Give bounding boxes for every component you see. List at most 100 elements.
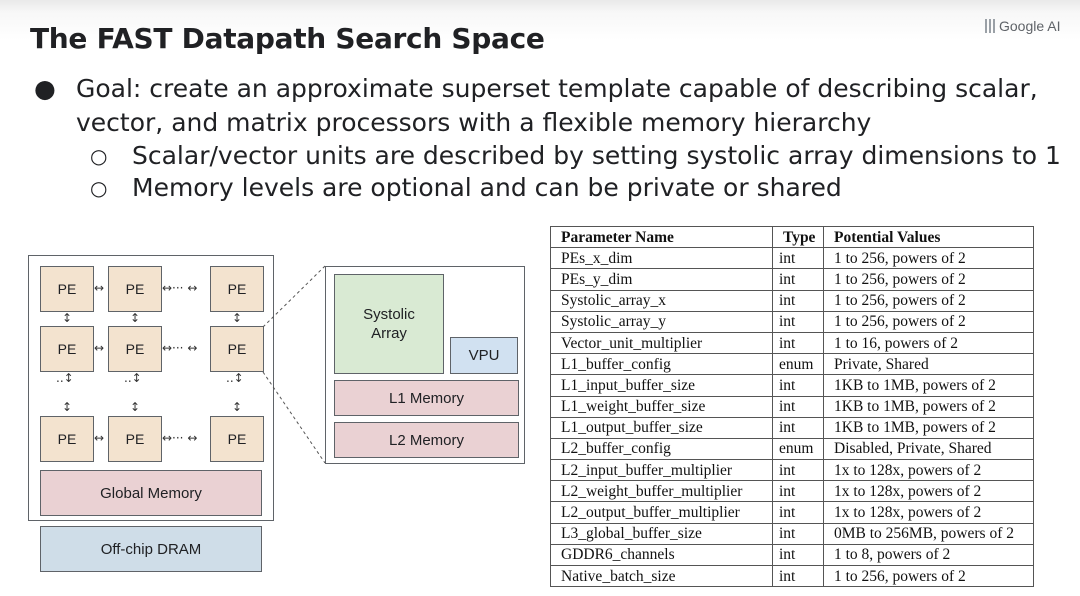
vertical-link-icon: ↕ xyxy=(62,400,73,414)
vpu-block: VPU xyxy=(450,337,518,374)
param-name-cell: GDDR6_channels xyxy=(550,543,773,567)
vertical-ellipsis-icon: ..↕ xyxy=(226,371,244,385)
param-values-cell: 1KB to 1MB, powers of 2 xyxy=(823,416,1034,439)
param-name-cell: Systolic_array_x xyxy=(550,289,773,312)
pe-label: PE xyxy=(57,281,77,297)
param-values-cell: 1 to 256, powers of 2 xyxy=(823,268,1034,291)
pe-detail-outline xyxy=(325,266,525,464)
offchip-dram-label: Off-chip DRAM xyxy=(100,540,202,558)
sub-bullet: ○ Memory levels are optional and can be … xyxy=(30,172,1070,204)
param-name-cell: L2_weight_buffer_multiplier xyxy=(550,480,773,503)
param-type-cell: int xyxy=(772,522,824,545)
l1-memory-label: L1 Memory xyxy=(388,389,465,407)
systolic-array-block: Systolic Array xyxy=(334,274,444,374)
param-values-cell: 1x to 128x, powers of 2 xyxy=(823,459,1034,482)
column-header: Type xyxy=(772,225,824,249)
vertical-link-icon: ↕ xyxy=(130,400,141,414)
global-memory-block: Global Memory xyxy=(40,470,262,516)
pe-label: PE xyxy=(57,431,77,447)
param-type-cell: int xyxy=(772,289,824,312)
param-name-cell: L1_output_buffer_size xyxy=(550,416,773,439)
param-type-cell: int xyxy=(772,480,824,503)
param-values-cell: 1 to 16, powers of 2 xyxy=(823,331,1034,355)
param-values-cell: 1 to 256, powers of 2 xyxy=(823,289,1034,312)
pe-block: PE xyxy=(108,326,162,372)
param-name-cell: PEs_x_dim xyxy=(550,247,773,270)
l2-memory-label: L2 Memory xyxy=(388,431,465,449)
vertical-link-icon: ↕ xyxy=(232,400,243,414)
param-type-cell: int xyxy=(772,395,824,418)
parameter-table: Parameter Name Type Potential Values PEs… xyxy=(550,225,1034,588)
param-name-cell: Systolic_array_y xyxy=(550,310,773,333)
vertical-link-icon: ↕ xyxy=(62,311,73,325)
param-values-cell: Private, Shared xyxy=(823,353,1034,376)
horizontal-link-icon: ↔ xyxy=(94,341,105,355)
param-name-cell: L1_input_buffer_size xyxy=(550,374,773,397)
param-type-cell: int xyxy=(772,459,824,482)
param-type-cell: int xyxy=(772,374,824,397)
param-name-cell: L3_global_buffer_size xyxy=(550,522,773,545)
column-header: Potential Values xyxy=(823,225,1034,249)
pe-label: PE xyxy=(227,431,247,447)
param-name-cell: L2_buffer_config xyxy=(550,437,773,461)
param-values-cell: 1 to 8, powers of 2 xyxy=(823,543,1034,567)
pe-block: PE xyxy=(40,416,94,462)
param-type-cell: int xyxy=(772,501,824,524)
column-header: Parameter Name xyxy=(550,225,773,249)
horizontal-link-icon: ↔··· ↔ xyxy=(162,341,198,355)
param-type-cell: int xyxy=(772,268,824,291)
param-type-cell: enum xyxy=(772,353,824,376)
horizontal-link-icon: ↔ xyxy=(94,431,105,445)
param-name-cell: L2_output_buffer_multiplier xyxy=(550,501,773,524)
vertical-ellipsis-icon: ..↕ xyxy=(124,371,142,385)
vpu-label: VPU xyxy=(468,347,500,364)
goal-text: Goal: create an approximate superset tem… xyxy=(76,74,1038,137)
param-name-cell: Vector_unit_multiplier xyxy=(550,331,773,355)
param-type-cell: int xyxy=(772,564,824,588)
l1-memory-block: L1 Memory xyxy=(334,380,519,416)
table-header-row: Parameter Name Type Potential Values xyxy=(550,225,1034,249)
param-name-cell: L1_weight_buffer_size xyxy=(550,395,773,418)
sub-bullet-text: Scalar/vector units are described by set… xyxy=(132,141,1061,170)
param-values-cell: 1x to 128x, powers of 2 xyxy=(823,501,1034,524)
pe-label: PE xyxy=(125,281,145,297)
bullet-ring-icon: ○ xyxy=(90,176,108,200)
bullet-list: ● Goal: create an approximate superset t… xyxy=(30,72,1070,204)
bullet-dot-icon: ● xyxy=(34,74,56,103)
pe-block: PE xyxy=(210,416,264,462)
param-type-cell: int xyxy=(772,247,824,270)
l2-memory-block: L2 Memory xyxy=(334,422,519,458)
pe-block: PE xyxy=(40,266,94,312)
param-type-cell: int xyxy=(772,416,824,439)
google-ai-mark-icon xyxy=(985,19,995,33)
bullet-ring-icon: ○ xyxy=(90,144,108,168)
systolic-array-label: Systolic Array xyxy=(363,306,415,342)
slide-title: The FAST Datapath Search Space xyxy=(30,22,545,55)
param-type-cell: int xyxy=(772,310,824,333)
param-name-cell: L2_input_buffer_multiplier xyxy=(550,459,773,482)
pe-label: PE xyxy=(227,281,247,297)
pe-block: PE xyxy=(40,326,94,372)
vertical-link-icon: ↕ xyxy=(232,311,243,325)
pe-label: PE xyxy=(227,341,247,357)
vertical-ellipsis-icon: ..↕ xyxy=(56,371,74,385)
pe-block: PE xyxy=(108,266,162,312)
param-name-cell: L1_buffer_config xyxy=(550,353,773,376)
vertical-link-icon: ↕ xyxy=(130,311,141,325)
param-values-cell: 1KB to 1MB, powers of 2 xyxy=(823,395,1034,418)
